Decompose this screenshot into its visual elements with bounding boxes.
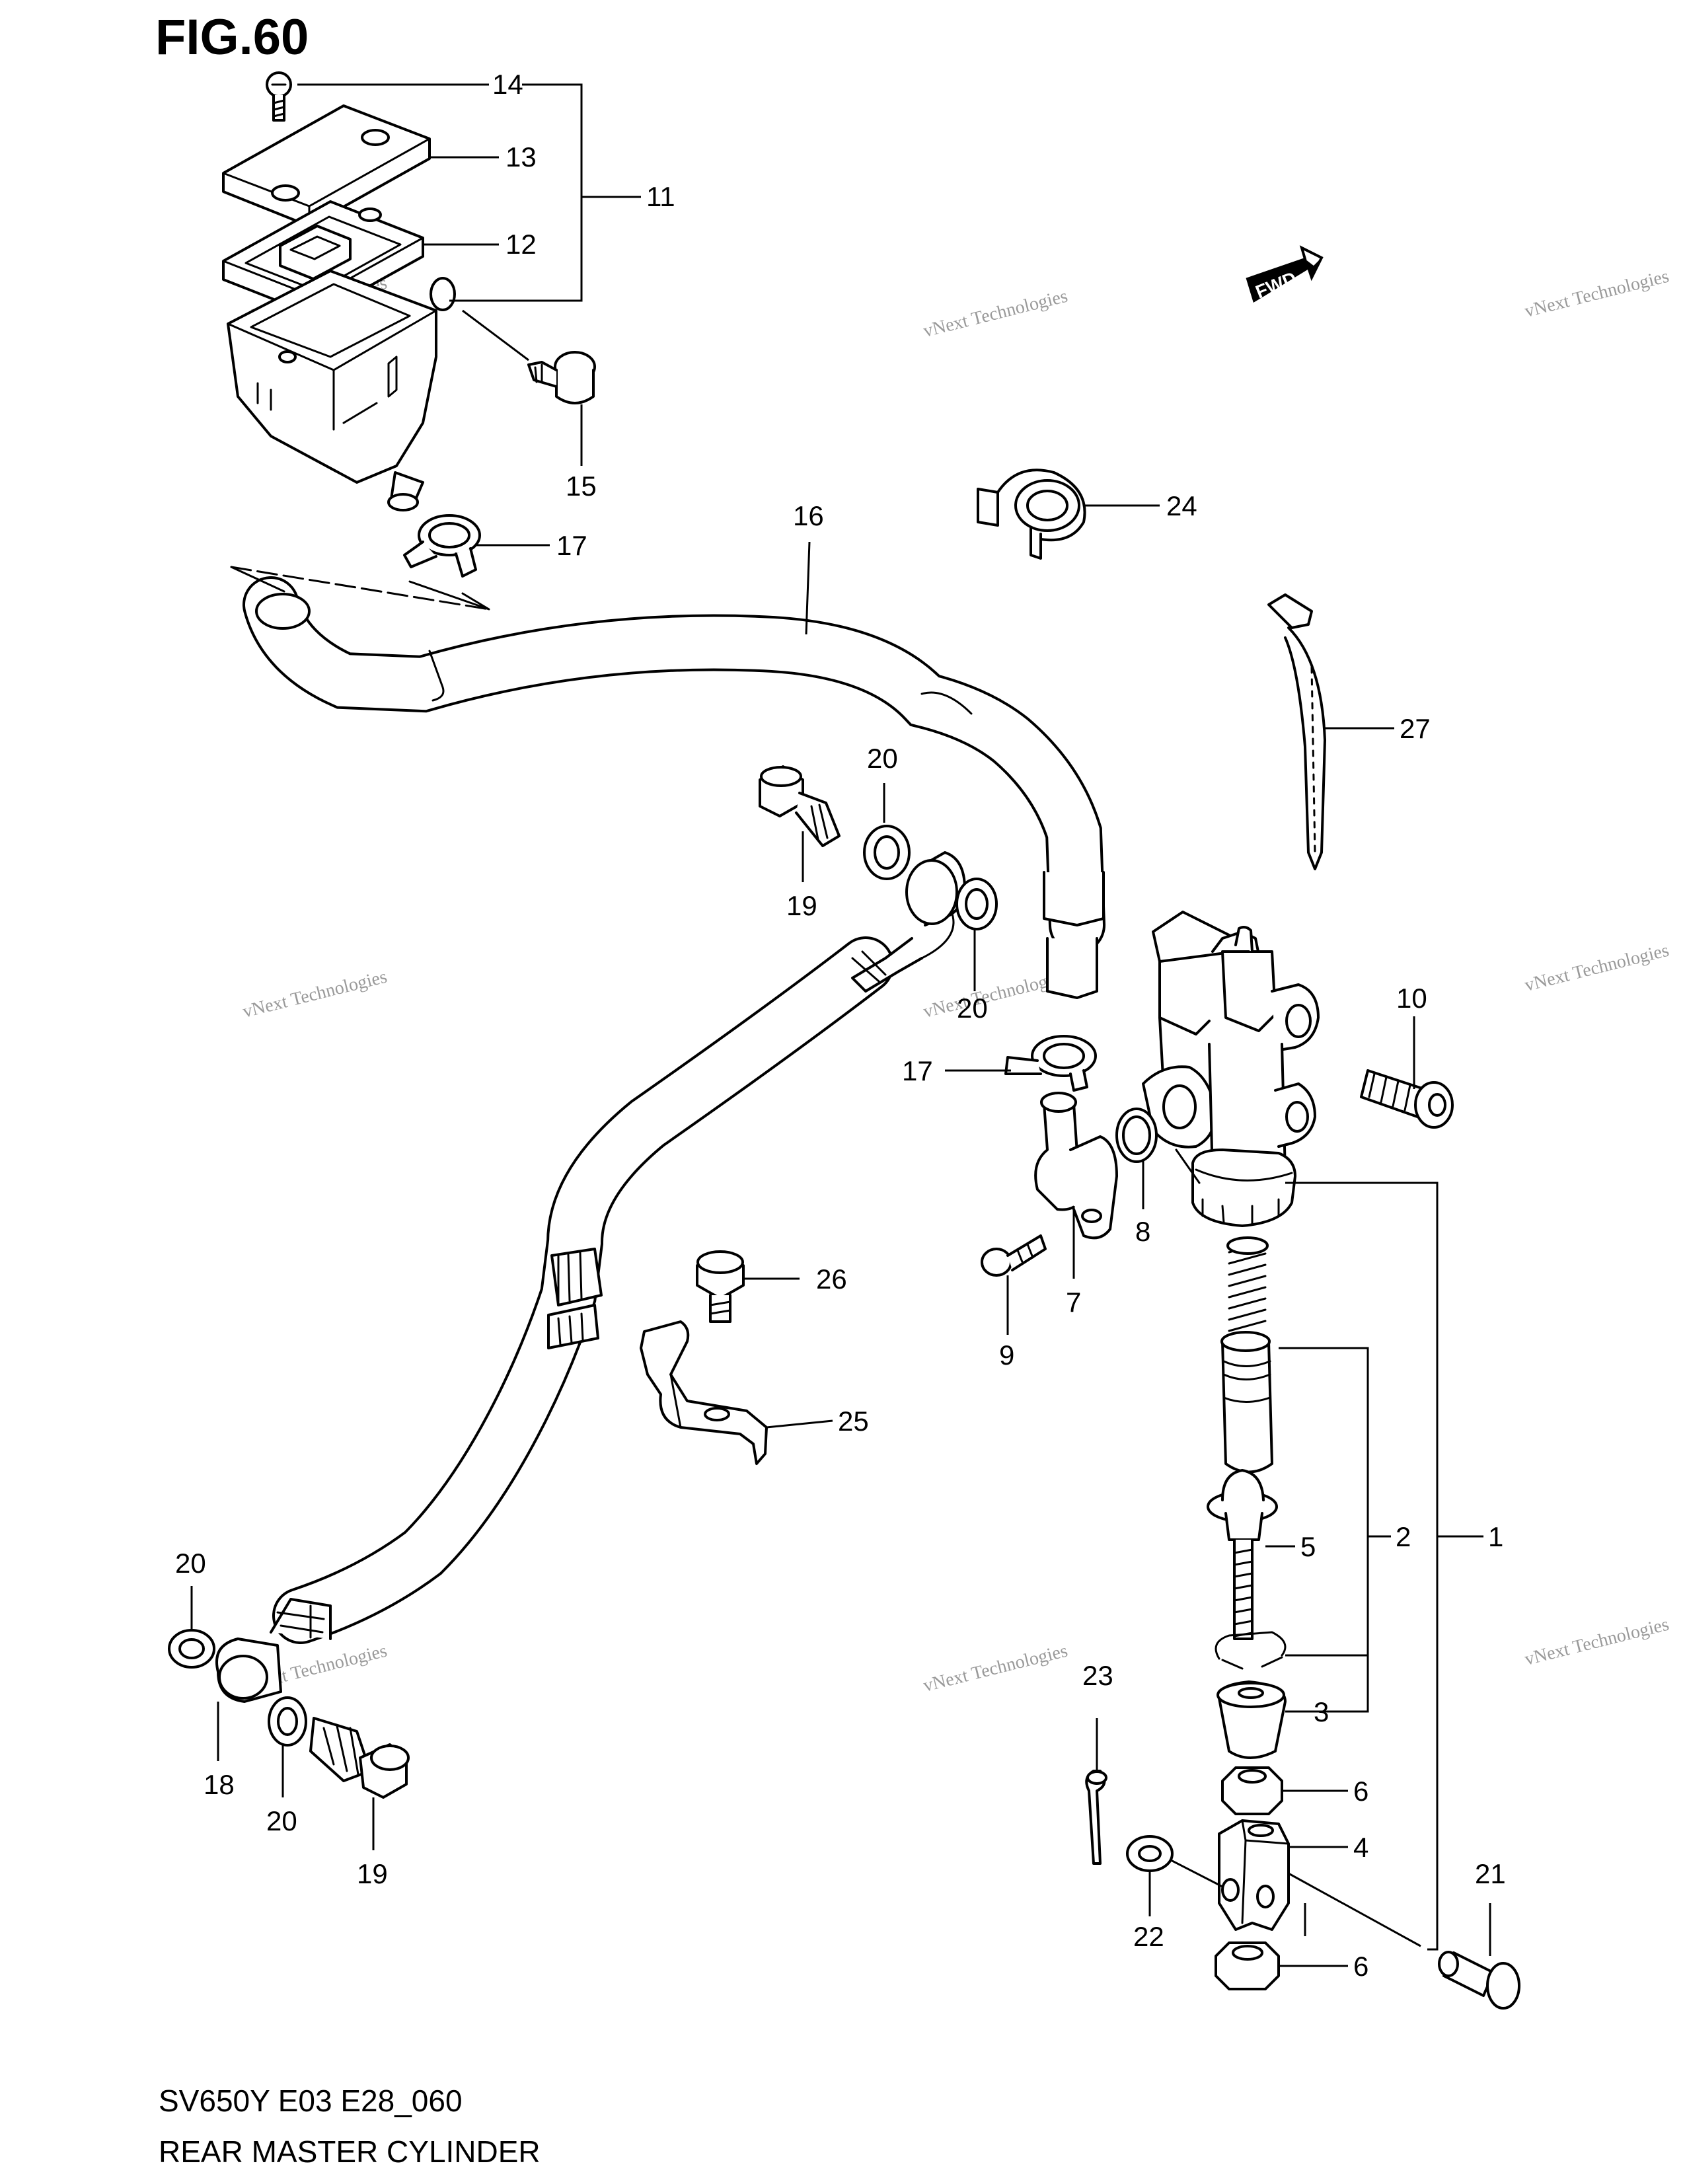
callout-labels: 14 13 12 11 15 16 17 24 27 20 19 20 17 1… <box>175 69 1506 1982</box>
master-cylinder-body <box>1142 911 1320 1227</box>
watermark-text: vNext Technologies <box>921 286 1070 342</box>
reservoir-body <box>227 270 456 511</box>
callout-12: 12 <box>506 229 537 260</box>
callout-8: 8 <box>1135 1216 1150 1247</box>
watermark-text: vNext Technologies <box>1522 940 1671 996</box>
washer-20-mid <box>955 878 998 930</box>
callout-7: 7 <box>1066 1287 1081 1318</box>
bracket-25 <box>640 1320 768 1465</box>
piston <box>1220 1331 1273 1474</box>
hose-clamp-17-upper <box>403 514 481 578</box>
callout-21: 21 <box>1475 1858 1506 1889</box>
callout-25: 25 <box>838 1406 869 1437</box>
push-rod-5 <box>1207 1469 1278 1640</box>
nut-6-lower <box>1215 1941 1280 1990</box>
leader-lines <box>190 83 1491 1967</box>
banjo-fitting-upper <box>905 851 966 960</box>
watermark-text: vNext Technologies <box>1522 266 1671 322</box>
callout-19-lower: 19 <box>357 1858 388 1889</box>
callout-20-a: 20 <box>867 743 898 774</box>
banjo-bolt-19-upper <box>759 765 841 847</box>
figure-label: FIG.60 <box>155 9 309 65</box>
watermark-text: vNext Technologies <box>241 967 389 1022</box>
callout-19-upper: 19 <box>786 890 817 921</box>
cotter-pin-23 <box>1085 1770 1107 1865</box>
watermark-text: vNext Technologies <box>921 1641 1070 1696</box>
callout-14: 14 <box>492 69 523 100</box>
callout-20-c: 20 <box>175 1548 206 1579</box>
washer-20-upper <box>863 825 911 880</box>
washer-20-lower-left <box>168 1629 215 1669</box>
callout-17-upper: 17 <box>556 530 587 561</box>
washer-20-lower <box>268 1696 307 1747</box>
callout-11: 11 <box>646 181 675 212</box>
callout-3: 3 <box>1314 1696 1329 1727</box>
washer-22 <box>1126 1835 1174 1872</box>
bolt-15 <box>527 351 596 404</box>
hose-16 <box>230 566 1105 999</box>
o-ring-8 <box>1115 1108 1158 1163</box>
screw-14 <box>266 71 292 122</box>
spring <box>1226 1236 1269 1332</box>
banjo-bolt-19-lower <box>309 1717 410 1799</box>
nut-6-upper <box>1221 1766 1283 1815</box>
cable-tie-27 <box>1267 593 1326 870</box>
fwd-arrow-icon: FWD <box>1246 245 1324 303</box>
callout-17-lower: 17 <box>902 1055 933 1086</box>
callout-20-d: 20 <box>266 1805 297 1836</box>
callout-27: 27 <box>1400 713 1431 744</box>
diagram-title: REAR MASTER CYLINDER <box>159 2134 541 2169</box>
callout-13: 13 <box>506 141 537 172</box>
callout-24: 24 <box>1166 490 1197 521</box>
bolt-10 <box>1360 1069 1454 1129</box>
callout-4: 4 <box>1353 1832 1368 1863</box>
watermark-text: vNext Technologies <box>1522 1614 1671 1670</box>
callout-5: 5 <box>1300 1531 1316 1562</box>
reservoir-cap-13 <box>222 104 431 227</box>
inlet-fitting-7 <box>1034 1092 1118 1240</box>
callout-16: 16 <box>793 500 824 531</box>
boot-3 <box>1217 1680 1287 1759</box>
callout-26: 26 <box>816 1263 847 1295</box>
callout-6-upper: 6 <box>1353 1776 1368 1807</box>
callout-9: 9 <box>999 1339 1014 1371</box>
model-code: SV650Y E03 E28_060 <box>159 2084 463 2118</box>
callout-20-b: 20 <box>957 993 988 1024</box>
screw-9 <box>981 1234 1047 1277</box>
callout-6-lower: 6 <box>1353 1951 1368 1982</box>
hose-clamp-17-lower <box>1004 1035 1097 1092</box>
banjo-fitting-18 <box>215 1638 282 1703</box>
callout-15: 15 <box>566 471 597 502</box>
callout-22: 22 <box>1133 1921 1164 1952</box>
callout-23: 23 <box>1082 1660 1113 1691</box>
circlip <box>1215 1631 1287 1670</box>
callout-10: 10 <box>1396 983 1427 1014</box>
clevis-pin-21 <box>1438 1951 1520 2010</box>
brake-hose <box>270 936 923 1644</box>
clevis-4 <box>1218 1819 1290 1931</box>
bolt-26 <box>696 1250 745 1323</box>
callout-18: 18 <box>204 1769 235 1800</box>
callout-2: 2 <box>1396 1521 1411 1552</box>
hose-clamp-24 <box>977 469 1086 560</box>
callout-1: 1 <box>1488 1521 1503 1552</box>
